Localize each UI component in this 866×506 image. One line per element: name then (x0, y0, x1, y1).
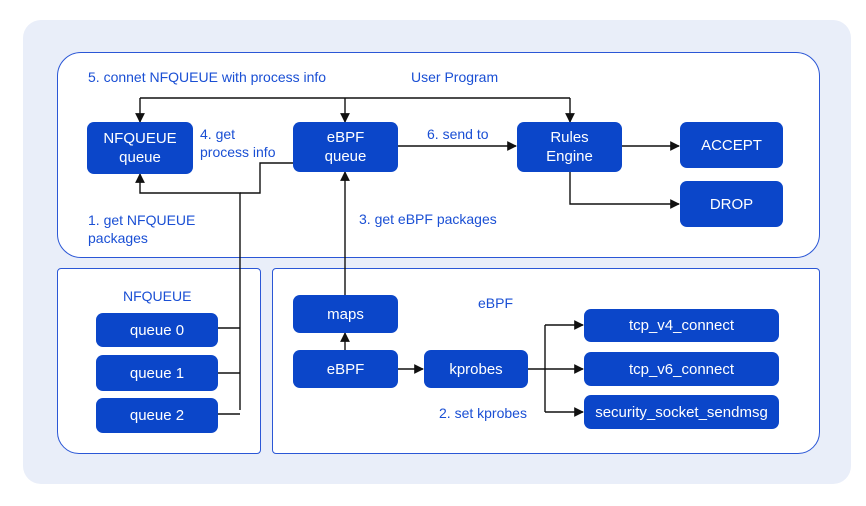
set-kprobes-label: 2. set kprobes (439, 405, 527, 421)
drop-box[interactable]: DROP (680, 181, 783, 227)
get-process-info-label: 4. get process info (200, 126, 276, 160)
tcp-v6-connect-box[interactable]: tcp_v6_connect (584, 352, 779, 386)
ebpf-box[interactable]: eBPF (293, 350, 398, 388)
get-ebpf-packages-label: 3. get eBPF packages (359, 211, 497, 227)
ebpf-panel-title: eBPF (478, 295, 514, 311)
security-socket-sendmsg-box[interactable]: security_socket_sendmsg (584, 395, 779, 429)
queue-2-box[interactable]: queue 2 (96, 398, 218, 433)
get-process-info-line (240, 162, 294, 194)
accept-box[interactable]: ACCEPT (680, 122, 783, 168)
nfqueue-queue-box[interactable]: NFQUEUE queue (87, 122, 193, 174)
tcp-v4-connect-box[interactable]: tcp_v4_connect (584, 309, 779, 342)
user-program-title: User Program (411, 69, 499, 85)
rules-engine-box[interactable]: Rules Engine (517, 122, 622, 172)
get-nfqueue-packages-label: 1. get NFQUEUE packages (88, 212, 196, 246)
queue-1-box[interactable]: queue 1 (96, 355, 218, 391)
connect-nfqueue-label: 5. connet NFQUEUE with process info (88, 69, 327, 85)
nfqueue-panel-title: NFQUEUE (123, 288, 192, 304)
queue-0-box[interactable]: queue 0 (96, 313, 218, 347)
ebpf-queue-box[interactable]: eBPF queue (293, 122, 398, 172)
maps-box[interactable]: maps (293, 295, 398, 333)
drop-arrow (569, 172, 680, 209)
send-to-label: 6. send to (427, 126, 489, 142)
get-nfqueue-packages-arrow (135, 173, 241, 410)
kprobes-box[interactable]: kprobes (424, 350, 528, 388)
